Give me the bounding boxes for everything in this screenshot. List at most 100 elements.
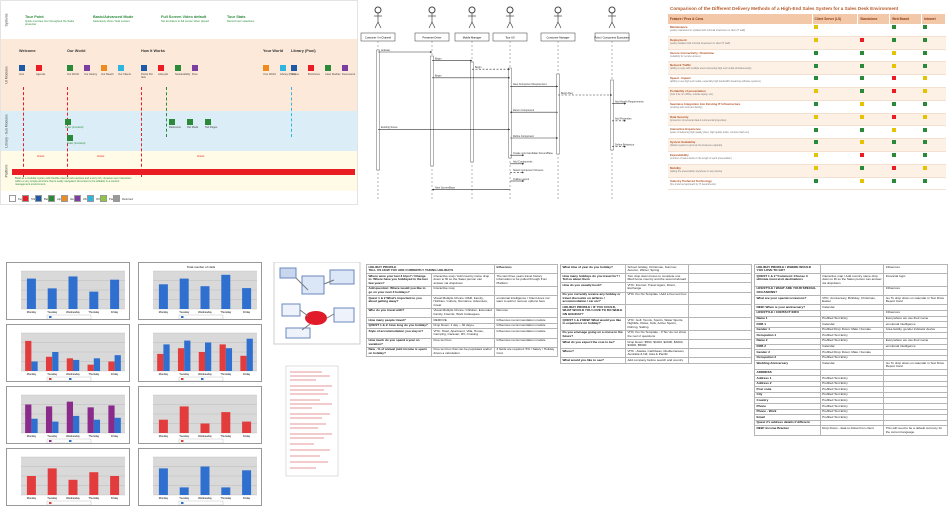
profile-influence: Everywhere we use their name xyxy=(883,315,948,323)
legend-swatch xyxy=(113,195,120,202)
rating-cell xyxy=(921,100,946,114)
legend-item: Key xyxy=(9,195,23,202)
module-title: Your World xyxy=(263,49,284,53)
actor-figure xyxy=(608,6,616,29)
profile-question: Style of accommodation you stay in? xyxy=(366,328,432,339)
arrowhead xyxy=(556,137,558,139)
rating-marker xyxy=(859,140,864,145)
module-item-label: Intro xyxy=(19,73,25,76)
profile-row: Style of accommodation you stay in?VHC: … xyxy=(366,328,559,339)
legend-swatch xyxy=(49,378,52,380)
x-tick-label: Tuesday xyxy=(47,372,58,376)
profile-influence: Influences recommendation module xyxy=(493,328,559,339)
rating-marker xyxy=(891,38,896,43)
column-header: Feature / Pros & Cons xyxy=(668,14,813,24)
profile-row: Who do you travel with?Visual Multiple C… xyxy=(366,307,559,319)
profile-answer-type: Calendar xyxy=(819,360,885,371)
rating-cell xyxy=(812,24,858,37)
module-item-marker xyxy=(19,65,25,71)
rating-marker xyxy=(923,63,928,68)
profile-influence xyxy=(883,408,948,416)
arrowhead xyxy=(522,180,524,182)
module-item-label: Sustainability xyxy=(175,73,191,76)
profile-row: How many holidays do you travel for? / T… xyxy=(560,273,753,284)
activation-bar xyxy=(470,61,474,163)
rating-cell xyxy=(889,125,922,140)
arrowhead xyxy=(624,102,626,105)
bar xyxy=(31,361,38,371)
arrowhead xyxy=(508,68,510,71)
legend-swatch xyxy=(35,195,42,202)
rating-marker xyxy=(814,114,818,119)
bar xyxy=(47,468,57,495)
profile-question: HOLIDAY PROFILE / WHERE WOULD YOU LOVE T… xyxy=(754,263,821,275)
legend-item: Other xyxy=(87,195,103,202)
arrowhead xyxy=(470,59,472,62)
feature-name: Mobility xyxy=(670,165,681,170)
comparison-row: Portability of presentation(Can it be ru… xyxy=(668,87,946,101)
system-block-title: Tour Point xyxy=(25,15,44,19)
profile-influence xyxy=(687,339,753,350)
bar xyxy=(68,276,78,309)
profile-rows: HOLIDAY PROFILE / WHERE WOULD YOU LOVE T… xyxy=(754,263,948,436)
feature-note: (existing web tools and facility) xyxy=(670,105,703,109)
arrowhead xyxy=(522,171,524,174)
rating-marker xyxy=(891,50,896,55)
feature-cell: Network Traffic(ability to cope with mul… xyxy=(668,61,812,76)
bar xyxy=(66,401,73,433)
x-tick-label: Friday xyxy=(111,496,119,500)
rating-cell xyxy=(857,24,890,37)
feature-cell: Industry Preferred Technology(the prefer… xyxy=(668,177,812,191)
profile-answer-type: VHC: Golf, Tennis, Sports, Water Sports,… xyxy=(624,317,689,331)
x-tick-label: Thursday xyxy=(220,496,232,500)
feature-cell: Deployment(easily installed with minimal… xyxy=(668,36,812,50)
message-label: Add Properties xyxy=(615,118,632,121)
rating-cell xyxy=(921,113,946,127)
object-label: Tour UX xyxy=(505,36,515,40)
comparison-row: Deployment(easily installed with minimal… xyxy=(668,36,946,50)
x-tick-label: Monday xyxy=(159,434,169,438)
bar xyxy=(158,419,168,433)
legend-swatch xyxy=(22,195,29,202)
profile-row: Add question: Where would you like to go… xyxy=(366,285,559,297)
profile-question: Quest 1 & 2 What's important to you abou… xyxy=(366,295,432,309)
actor-figure xyxy=(374,6,382,29)
profile-influence xyxy=(883,304,948,311)
x-tick-label: Friday xyxy=(111,310,119,314)
message-label: Activate xyxy=(381,49,391,52)
profile-question: How much do you spend a year on vacation… xyxy=(366,337,432,348)
module-item-marker xyxy=(36,65,42,71)
rating-marker xyxy=(891,89,896,94)
bar xyxy=(26,278,36,309)
object-label: Customer / In-Channel xyxy=(365,36,392,40)
profile-question: How do you usually book? xyxy=(560,282,626,293)
profile-answer-type: Drop Down - data to follow from client xyxy=(819,425,885,436)
message-label: Outline Layout xyxy=(513,178,529,181)
rating-marker xyxy=(859,114,864,119)
rating-cell xyxy=(812,61,858,76)
bar xyxy=(163,344,170,371)
legend-swatch xyxy=(181,316,184,318)
rating-marker xyxy=(923,114,928,119)
rating-cell xyxy=(812,113,858,127)
rating-cell xyxy=(921,87,946,101)
rating-marker xyxy=(814,38,818,43)
arrowhead xyxy=(510,111,512,114)
rating-marker xyxy=(859,50,864,55)
x-tick-label: Wednesday xyxy=(66,372,80,376)
bar xyxy=(52,352,59,371)
profile-influence: Remove xyxy=(493,307,559,319)
module-item-marker xyxy=(67,65,73,71)
legend-swatch xyxy=(201,378,204,380)
profile-influence xyxy=(883,386,948,393)
